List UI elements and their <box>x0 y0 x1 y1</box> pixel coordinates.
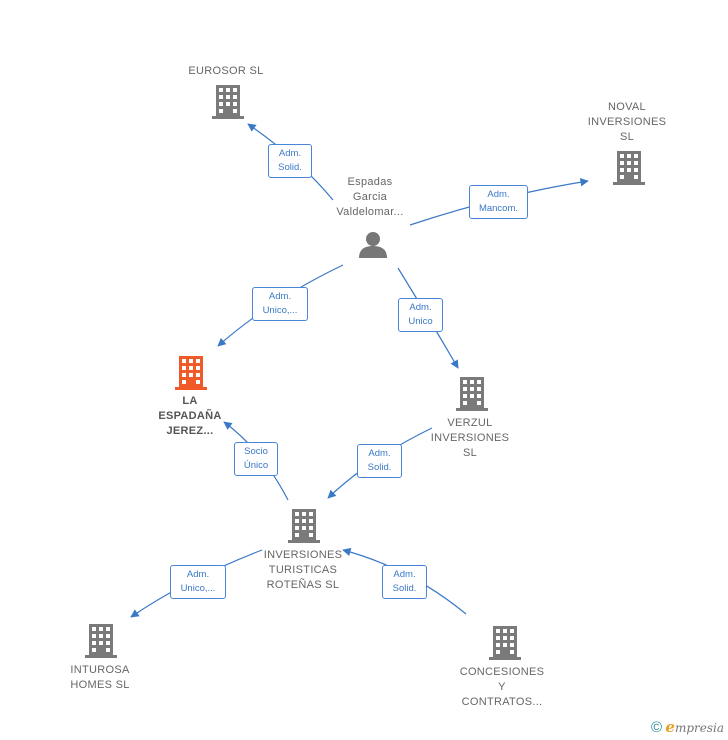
node-eurosor-label[interactable]: EUROSOR SL <box>188 65 264 77</box>
copyright-icon: © <box>650 719 663 736</box>
edge-label-turisticas-espadana[interactable]: Socio Único <box>234 442 278 476</box>
node-concesiones-label[interactable]: CONCESIONES Y CONTRATOS... <box>459 666 545 708</box>
edge-label-person-verzul[interactable]: Adm. Unico <box>398 298 443 332</box>
building-icon <box>613 151 645 185</box>
edge-label-person-espadana[interactable]: Adm. Unico,... <box>252 287 308 321</box>
node-inversiones-turisticas-label[interactable]: INVERSIONES TURISTICAS ROTEÑAS SL <box>263 549 343 591</box>
edge-label-person-eurosor[interactable]: Adm. Solid. <box>268 144 312 178</box>
building-icon <box>489 626 521 660</box>
building-icon <box>212 85 244 119</box>
node-noval-label[interactable]: NOVAL INVERSIONES SL <box>587 101 667 143</box>
edge-label-turisticas-inturosa[interactable]: Adm. Unico,... <box>170 565 226 599</box>
brand-footer[interactable]: © empresia <box>651 718 724 736</box>
node-verzul-label[interactable]: VERZUL INVERSIONES SL <box>430 417 510 459</box>
person-icon <box>359 232 387 258</box>
edge-label-concesiones-turisticas[interactable]: Adm. Solid. <box>382 565 427 599</box>
edge-label-verzul-turisticas[interactable]: Adm. Solid. <box>357 444 402 478</box>
edge-label-person-noval[interactable]: Adm. Mancom. <box>469 185 528 219</box>
building-icon <box>85 624 117 658</box>
building-icon <box>288 509 320 543</box>
node-la-espadana-label[interactable]: LA ESPADAÑA JEREZ... <box>158 395 222 437</box>
node-person-label[interactable]: Espadas Garcia Valdelomar... <box>336 176 404 218</box>
brand-logo: empresia <box>665 718 724 736</box>
building-icon <box>175 356 207 390</box>
building-icon <box>456 377 488 411</box>
node-inturosa-label[interactable]: INTUROSA HOMES SL <box>70 664 130 691</box>
